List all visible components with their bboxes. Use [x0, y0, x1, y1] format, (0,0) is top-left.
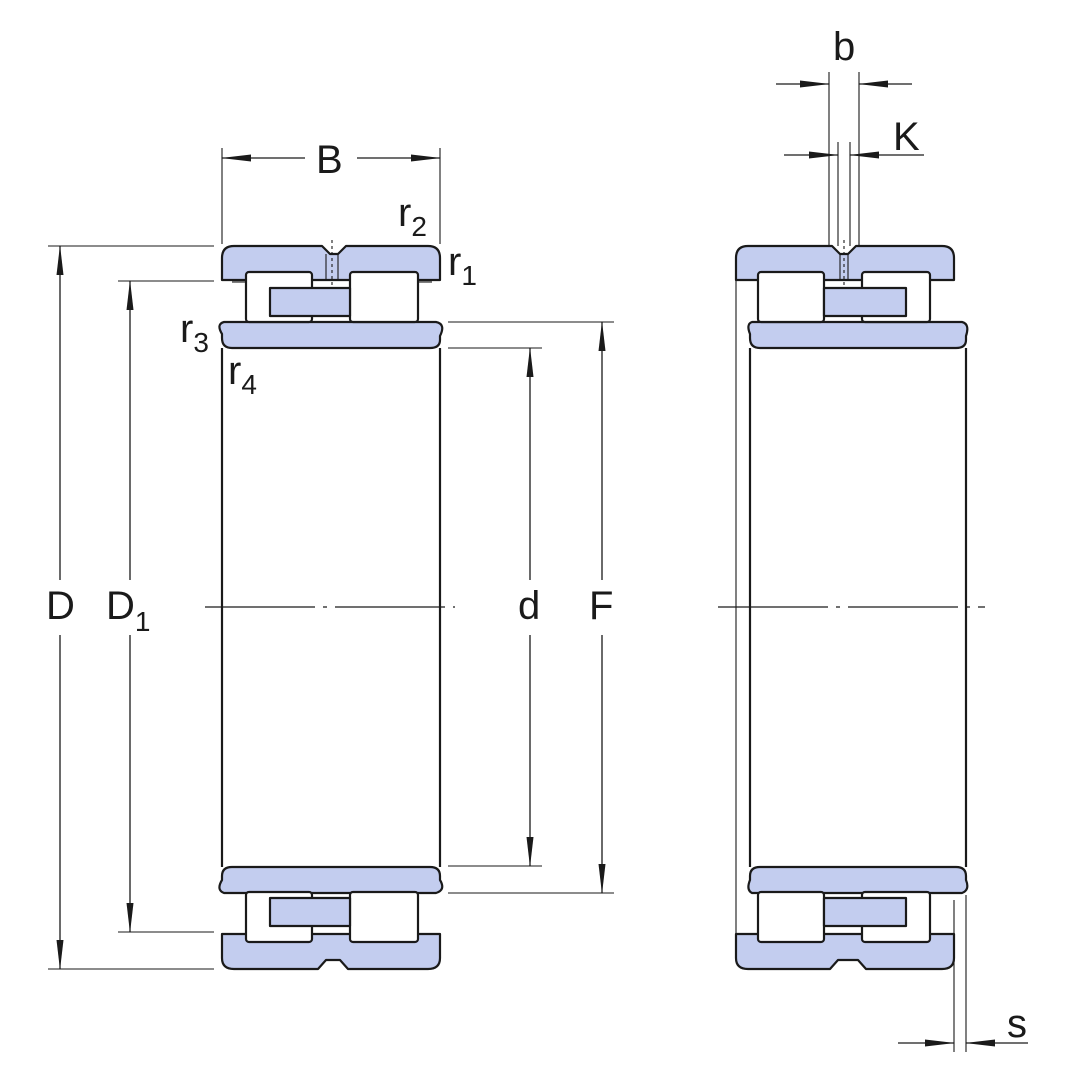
label-K: K [893, 115, 920, 159]
label-F: F [589, 584, 613, 628]
cage-right-bottom [822, 896, 908, 928]
inner-ring-top-right [747, 320, 969, 350]
inner-ring-top-left [218, 320, 444, 350]
roller-right-bottom-1 [756, 890, 826, 944]
dimension-d: d [448, 347, 542, 867]
cage-left-bottom [268, 896, 352, 928]
dimension-B: B [221, 138, 441, 244]
dimension-s: s [898, 895, 1028, 1052]
roller-left-bottom-2 [348, 890, 420, 944]
roller-left-top-2 [348, 270, 420, 324]
label-r3: r3 [180, 307, 209, 358]
dimension-D1: D1 [106, 280, 214, 933]
left-section-view [205, 240, 455, 971]
cage-left-top [268, 286, 352, 318]
inner-ring-bottom-right [747, 865, 969, 895]
label-s: s [1007, 1002, 1027, 1046]
label-d: d [518, 584, 540, 628]
dimension-F: F [448, 321, 614, 894]
cage-right-top [822, 286, 908, 318]
label-r2: r2 [398, 191, 427, 242]
label-B: B [316, 138, 343, 182]
label-b: b [833, 25, 855, 69]
label-r4: r4 [228, 349, 257, 400]
roller-right-top-1 [756, 270, 826, 324]
label-r1: r1 [448, 240, 477, 291]
label-D: D [46, 584, 75, 628]
dimension-K: K [784, 115, 924, 246]
label-D1: D1 [106, 584, 150, 637]
right-section-view [718, 240, 985, 971]
dimension-D: D [46, 245, 214, 970]
dimension-b: b [776, 25, 912, 246]
inner-ring-bottom-left [218, 865, 444, 895]
